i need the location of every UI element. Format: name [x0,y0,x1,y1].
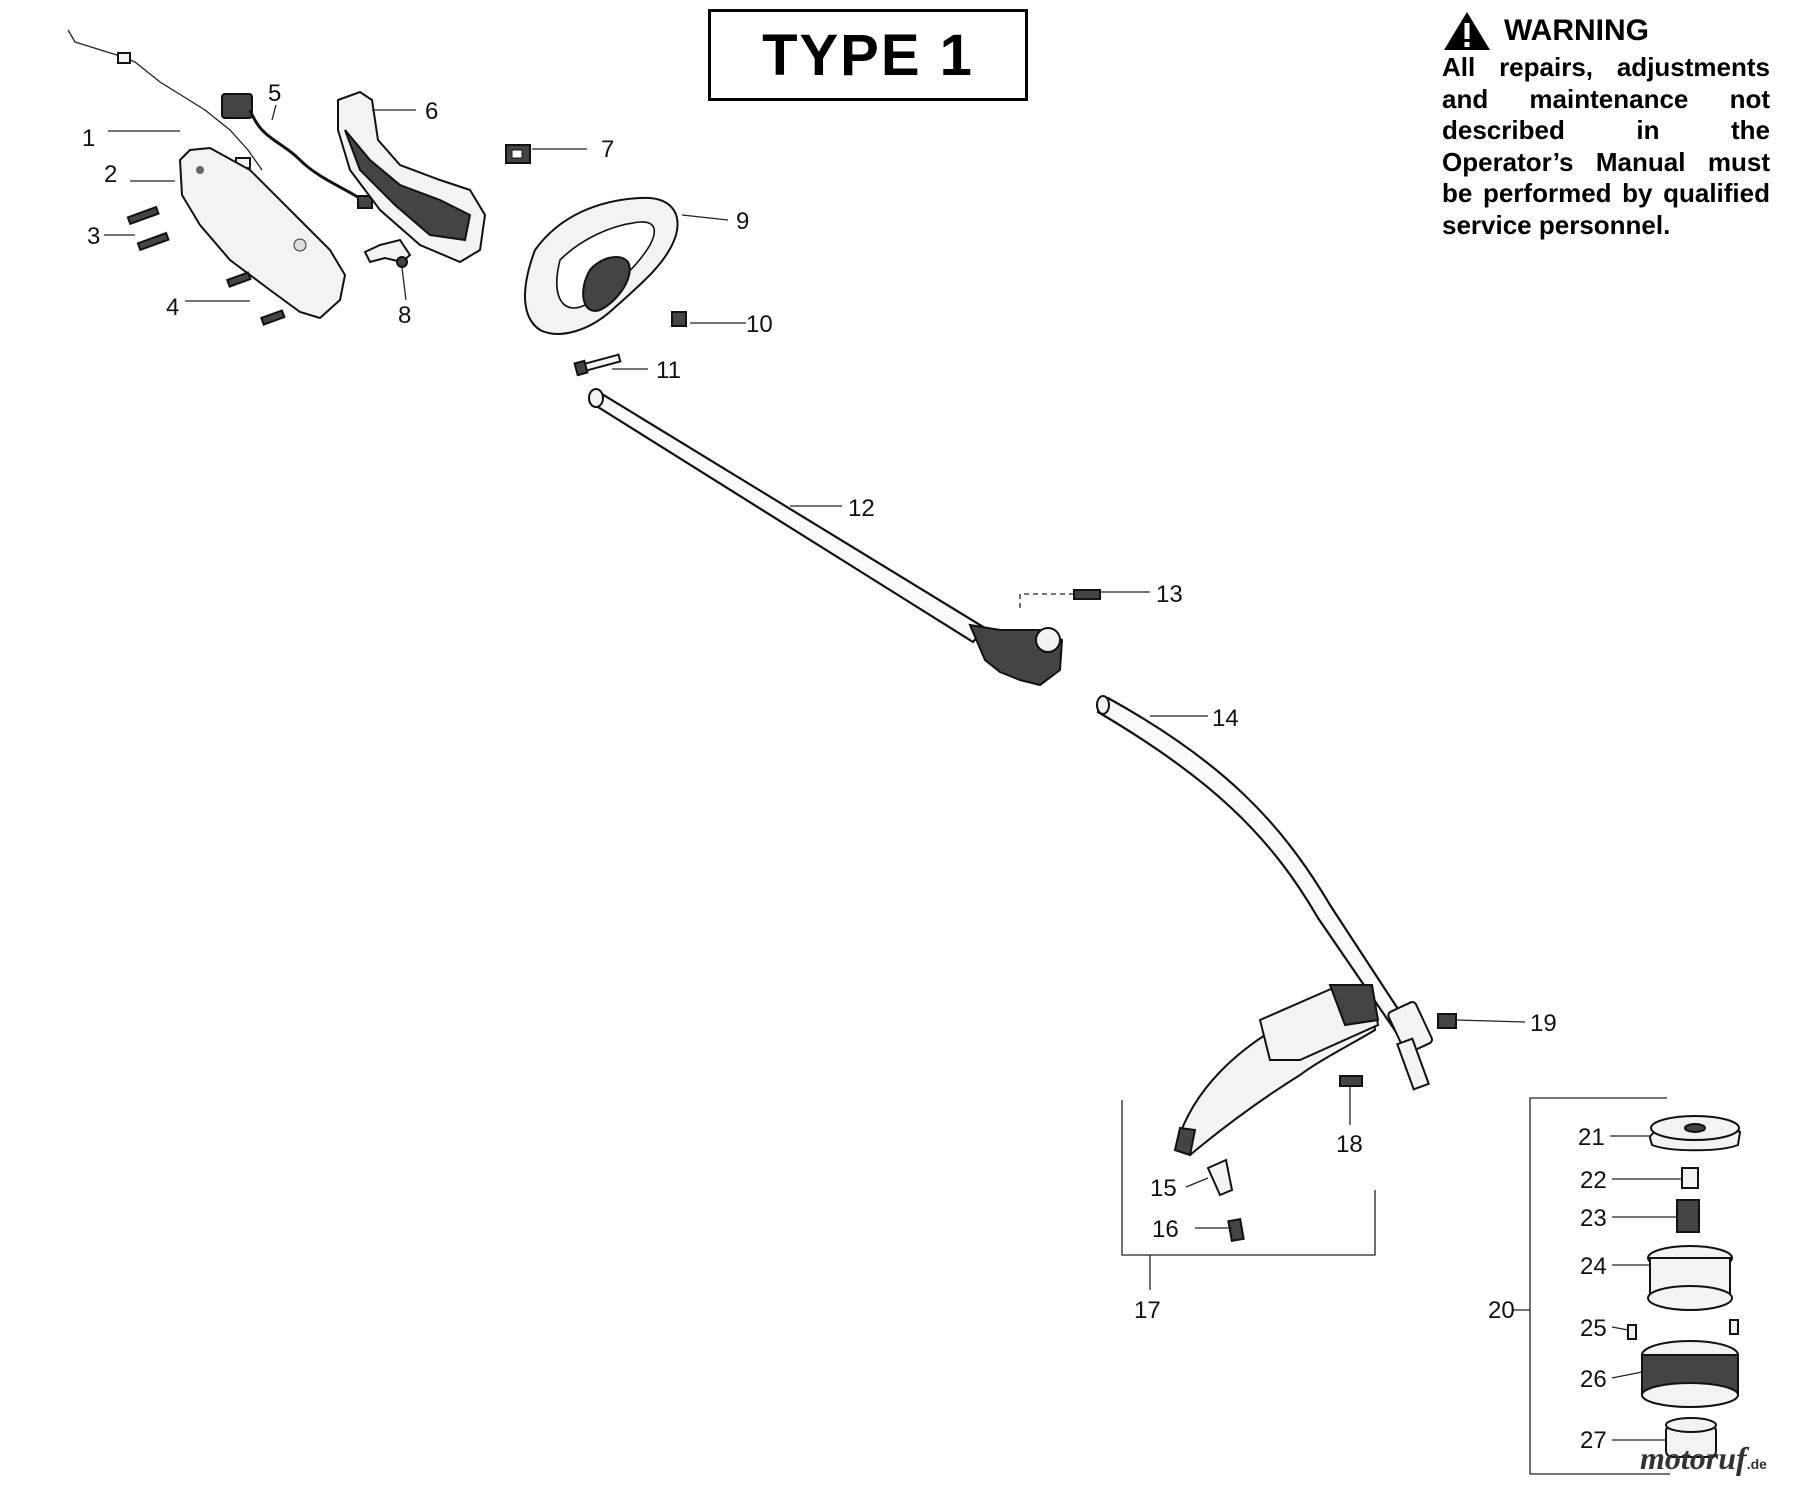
callout-21: 21 [1578,1124,1605,1151]
grass-shield [1173,983,1380,1157]
warning-notice: WARNING All repairs, adjustments and mai… [1442,10,1770,241]
callout-2: 2 [104,161,117,188]
shield-bolt-19 [1437,1013,1457,1029]
screws-4 [226,271,286,326]
callout-11: 11 [656,357,681,384]
watermark-name: motoruf [1640,1440,1747,1476]
upper-shaft [587,388,1064,687]
throttle-trigger [363,238,412,268]
callout-15: 15 [1150,1175,1177,1202]
callout-16: 16 [1152,1216,1179,1243]
knob-screw-13 [1073,589,1101,600]
watermark-logo: motoruf.de [1640,1440,1767,1477]
callout-9: 9 [736,208,749,235]
callout-27: 27 [1580,1427,1607,1454]
callout-7: 7 [601,136,614,163]
callout-6: 6 [425,98,438,125]
handle-bolt-11 [573,353,622,377]
callout-labels: 1 2 3 4 5 6 7 8 9 10 11 12 13 14 15 16 1… [82,80,1607,1454]
handle-bolt-10 [671,311,687,327]
leader-lines [104,104,1682,1441]
cover-21 [1648,1115,1742,1152]
callout-3: 3 [87,223,100,250]
callout-26: 26 [1580,1366,1607,1393]
callout-12: 12 [848,495,875,522]
callout-20: 20 [1488,1297,1515,1324]
knob-27 [1665,1417,1717,1458]
type-label-box: TYPE 1 [708,9,1028,101]
shield-screw-18 [1339,1075,1363,1087]
callout-25: 25 [1580,1315,1607,1342]
callout-4: 4 [166,294,179,321]
cutter-screw-16 [1227,1217,1245,1243]
watermark-suffix: .de [1746,1456,1767,1472]
line-cutter-15 [1206,1158,1234,1197]
callout-23: 23 [1580,1205,1607,1232]
screws-3 [126,205,170,252]
clips-25 [1627,1319,1739,1340]
assist-handle [524,196,679,335]
spring-23 [1676,1199,1700,1233]
callout-1: 1 [82,125,95,152]
eyelet-22 [1681,1167,1699,1189]
callout-13: 13 [1156,581,1183,608]
handle-half-right [337,90,487,264]
callout-22: 22 [1580,1167,1607,1194]
handle-half-left [178,146,347,320]
spool-24 [1647,1245,1733,1311]
ignition-wire [221,93,373,209]
callout-5: 5 [268,80,281,107]
callout-19: 19 [1530,1010,1557,1037]
callout-10: 10 [746,311,773,338]
housing-26 [1641,1340,1739,1408]
warning-triangle-icon [1444,12,1490,50]
callout-14: 14 [1212,705,1239,732]
warning-title: WARNING [1504,14,1649,47]
warning-text: All repairs, adjustments and maintenance… [1442,52,1770,240]
callout-8: 8 [398,302,411,329]
callout-18: 18 [1336,1131,1363,1158]
callout-24: 24 [1580,1253,1607,1280]
lower-shaft [1096,695,1433,1091]
warning-header: WARNING [1442,10,1770,52]
callout-17: 17 [1134,1297,1161,1324]
type-label: TYPE 1 [762,22,974,88]
stop-switch [505,144,531,164]
